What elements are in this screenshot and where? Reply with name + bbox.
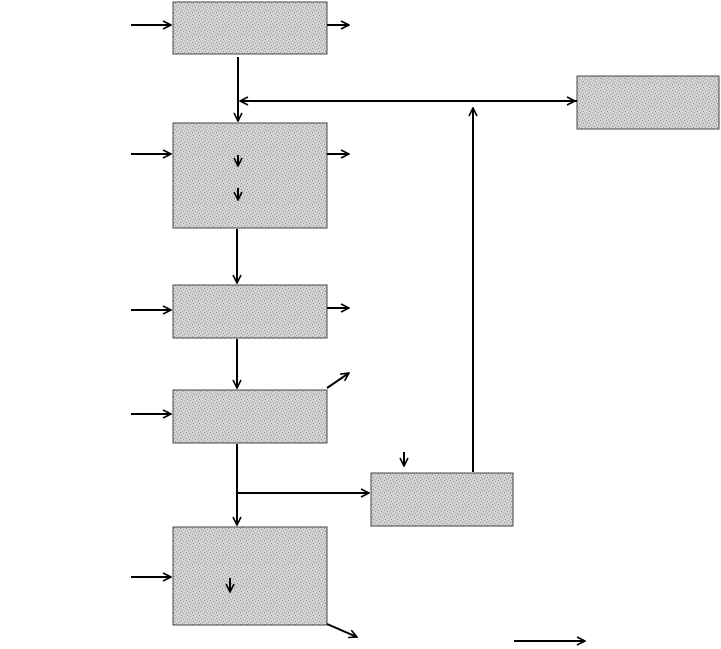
output-arrow-4-diagonal: [326, 373, 349, 389]
block-4: [172, 389, 328, 444]
block-2: [172, 122, 328, 229]
block-side-upper: [576, 75, 720, 130]
output-arrow-5-diagonal: [326, 623, 357, 637]
block-1: [172, 1, 328, 55]
block-5: [172, 526, 328, 626]
block-3: [172, 284, 328, 339]
block-side-lower: [370, 472, 514, 527]
